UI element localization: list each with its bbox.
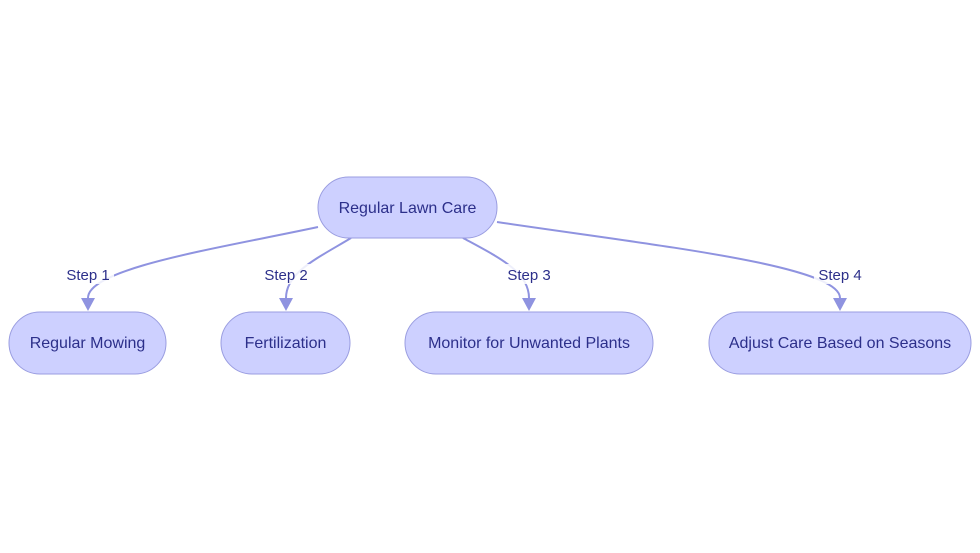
edge-step-4 (496, 221, 841, 299)
arrow-head-step-1 (81, 298, 95, 311)
node-adjust-care-seasons-label: Adjust Care Based on Seasons (729, 335, 951, 352)
arrow-head-step-3 (522, 298, 536, 311)
edge-label-step-3: Step 3 (507, 267, 550, 284)
edge-label-step-2: Step 2 (264, 267, 307, 284)
node-fertilization: Fertilization (220, 311, 351, 375)
edge-label-step-4: Step 4 (818, 267, 861, 284)
edge-labels: Step 1 Step 2 Step 3 Step 4 (62, 264, 866, 284)
node-fertilization-label: Fertilization (245, 335, 327, 352)
edge-step-1 (87, 226, 319, 299)
edge-label-step-1: Step 1 (66, 267, 109, 284)
node-monitor-unwanted-plants-label: Monitor for Unwanted Plants (428, 335, 630, 352)
node-root: Regular Lawn Care (317, 176, 498, 239)
node-regular-mowing-label: Regular Mowing (30, 335, 146, 352)
arrow-head-step-4 (833, 298, 847, 311)
node-adjust-care-seasons: Adjust Care Based on Seasons (708, 311, 972, 375)
node-monitor-unwanted-plants: Monitor for Unwanted Plants (404, 311, 654, 375)
node-root-label: Regular Lawn Care (339, 200, 477, 217)
arrow-head-step-2 (279, 298, 293, 311)
node-regular-mowing: Regular Mowing (8, 311, 167, 375)
